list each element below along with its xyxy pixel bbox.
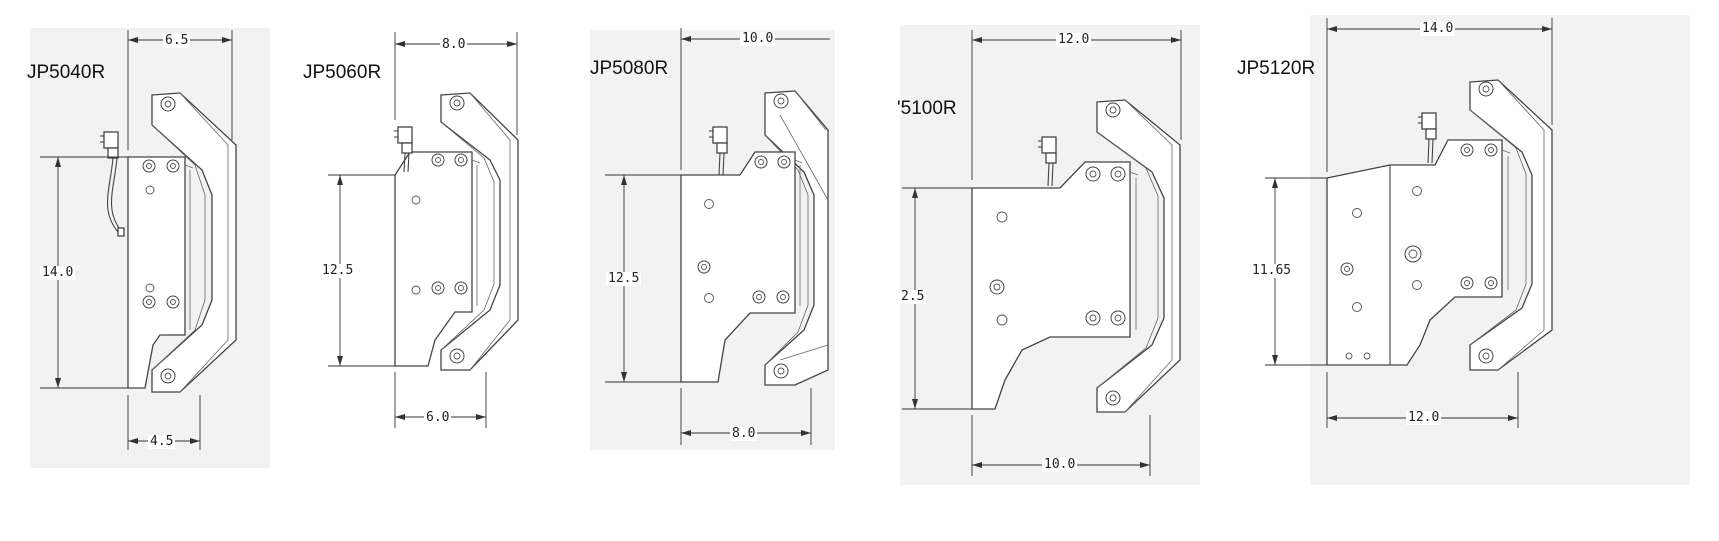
model-title: '5100R	[897, 98, 957, 119]
dimension-width: 8.0	[440, 37, 468, 52]
model-title: JP5040R	[27, 62, 106, 83]
clamp-drawing-5100r	[902, 30, 1182, 476]
model-title: JP5060R	[303, 62, 382, 83]
dimension-depth: 8.0	[730, 426, 758, 441]
diagram-panel-jp5040r: JP5040R 6.5 14.0 4.5	[0, 0, 300, 541]
dimension-height: 11.65	[1250, 263, 1294, 278]
dimension-depth: 10.0	[1042, 457, 1078, 472]
dimension-width: 14.0	[1420, 21, 1456, 36]
dimension-depth: 6.0	[424, 410, 452, 425]
clamp-drawing-jp5080r	[605, 28, 830, 445]
model-title: JP5080R	[590, 58, 669, 79]
dimension-width: 6.5	[163, 33, 191, 48]
dimension-depth: 12.0	[1406, 410, 1442, 425]
dimension-width: 12.0	[1056, 32, 1092, 47]
dimension-height: 2.5	[899, 289, 927, 304]
diagram-panel-jp5060r: JP5060R 8.0 12.5 6.0	[300, 0, 590, 541]
clamp-drawing-jp5120r	[1265, 18, 1553, 428]
model-title: JP5120R	[1237, 58, 1316, 79]
dimension-height: 12.5	[320, 263, 356, 278]
diagram-panel-jp5120r: JP5120R 14.0 11.65 12.0	[1237, 0, 1719, 541]
dimension-depth: 4.5	[148, 434, 176, 449]
dimension-height: 14.0	[40, 265, 76, 280]
diagram-panel-5100r: '5100R 12.0 2.5 10.0	[890, 0, 1290, 541]
clamp-drawing-jp5060r	[328, 32, 519, 428]
dimension-height: 12.5	[606, 271, 642, 286]
dimension-width: 10.0	[740, 31, 776, 46]
clamp-drawing-jp5040r	[40, 30, 237, 450]
diagram-panel-jp5080r: JP5080R 10.0 12.5 8.0	[590, 0, 890, 541]
